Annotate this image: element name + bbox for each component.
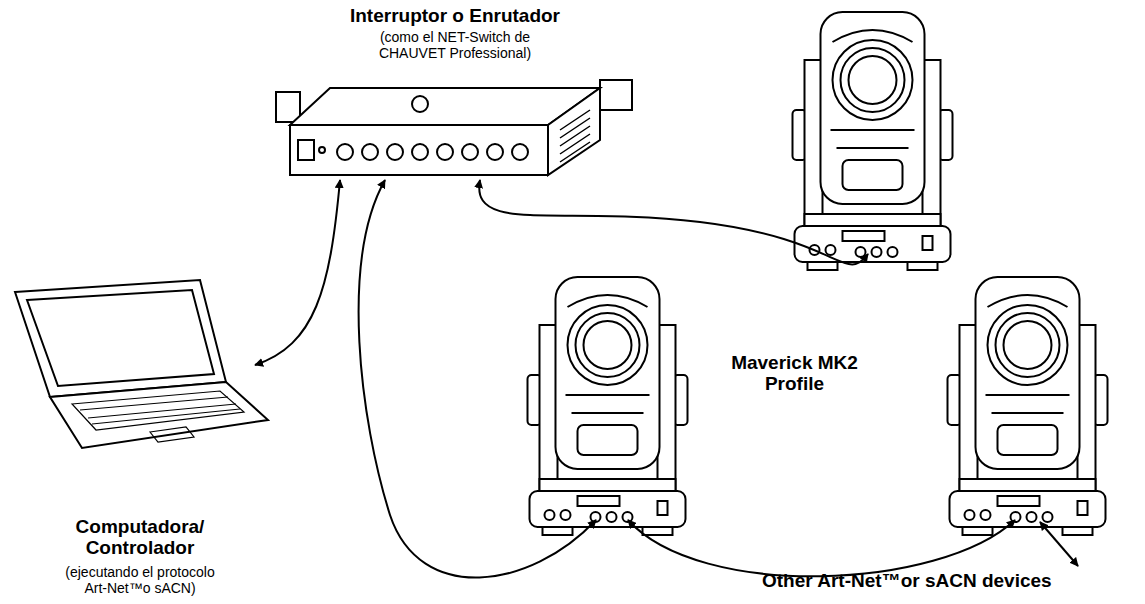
port	[487, 144, 503, 160]
product-label: Maverick MK2 Profile	[722, 352, 867, 394]
network-cable	[359, 180, 596, 578]
vent-grille	[560, 110, 590, 162]
switch-top	[290, 88, 600, 125]
port	[462, 144, 478, 160]
keyboard	[72, 391, 244, 430]
switch-side	[548, 88, 600, 175]
laptop-base	[50, 382, 268, 448]
network-cable	[479, 180, 868, 264]
port	[387, 144, 403, 160]
top-hole	[412, 96, 428, 112]
port	[362, 144, 378, 160]
rack-ear	[600, 80, 632, 110]
switch-front	[290, 125, 548, 175]
port	[512, 144, 528, 160]
port	[337, 144, 353, 160]
rack-ear	[276, 92, 300, 122]
touchpad	[150, 427, 194, 442]
network-cable	[1040, 522, 1078, 566]
port	[437, 144, 453, 160]
laptop-screen-frame	[15, 280, 226, 397]
power-inlet	[298, 140, 314, 160]
node-subtitle: (ejecutando el protocolo Art-Net™o sACN)	[55, 564, 225, 596]
network-cable	[628, 520, 1015, 576]
cables	[359, 180, 1078, 578]
network-switch	[276, 80, 632, 175]
moving-head	[528, 277, 688, 535]
switch-node: Interruptor o Enrutador (como el NET-Swit…	[270, 3, 640, 180]
node-title: Interruptor o Enrutador	[270, 5, 640, 26]
node-title: Computadora/ Controlador	[65, 516, 215, 558]
computer-node: Computadora/ Controlador (ejecutando el p…	[25, 270, 255, 602]
moving-head	[793, 12, 953, 270]
moving-head	[948, 277, 1108, 535]
devices-label: Other Art-Net™or sACN devices	[762, 570, 1142, 591]
network-cable	[255, 180, 340, 365]
laptop	[15, 280, 268, 448]
port	[412, 144, 428, 160]
node-subtitle: (como el NET-Switch de CHAUVET Professio…	[365, 29, 545, 61]
laptop-screen	[27, 290, 214, 386]
led	[319, 147, 325, 153]
keyboard-row	[80, 397, 240, 424]
